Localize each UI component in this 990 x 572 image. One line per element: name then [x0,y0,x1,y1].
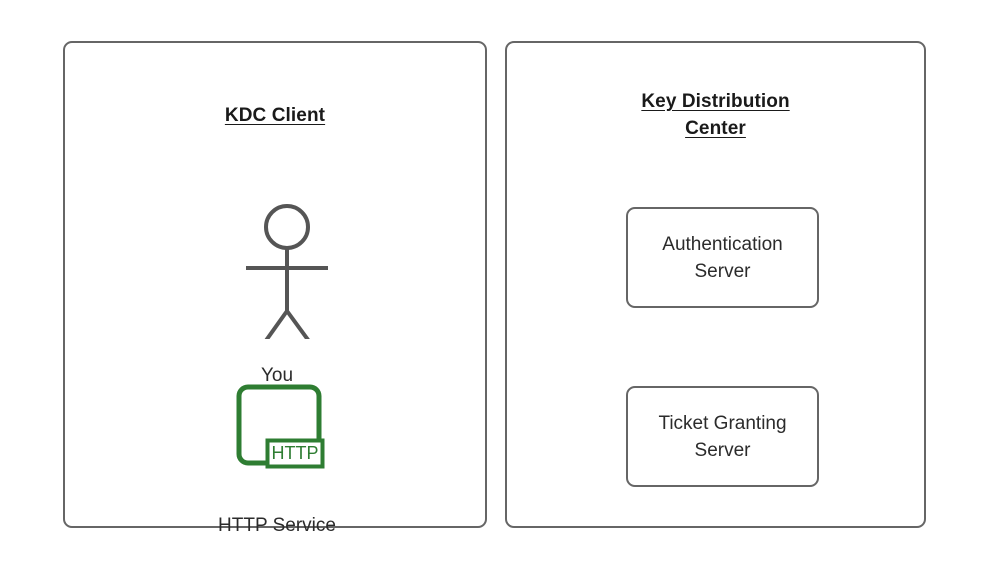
panel-title-line-2: Center [685,118,746,139]
node-ticket-granting-server[interactable]: Ticket Granting Server [626,386,819,487]
node-label-http-service: HTTP Service [218,515,336,536]
panel-key-distribution-center: Key Distribution Center Authentication S… [505,41,926,528]
ticket-granting-server-label-line-2: Server [694,439,751,461]
panel-kdc-client: KDC Client You HTTP [63,41,487,536]
authentication-server-label-line-2: Server [694,260,751,282]
actor-label-you: You [260,365,294,386]
authentication-server-label-line-1: Authentication [662,233,783,255]
ticket-granting-server-label-line-1: Ticket Granting [658,412,787,434]
panel-title-line-1: Key Distribution [641,91,790,112]
panel-title-kdc-client: KDC Client [224,105,326,126]
panel-title-key-distribution-center: Key Distribution Center [507,88,924,142]
actor-stick-figure-icon [233,159,343,339]
http-service-icon: HTTP [236,384,326,470]
node-authentication-server[interactable]: Authentication Server [626,207,819,308]
svg-text:HTTP: HTTP [272,443,319,463]
